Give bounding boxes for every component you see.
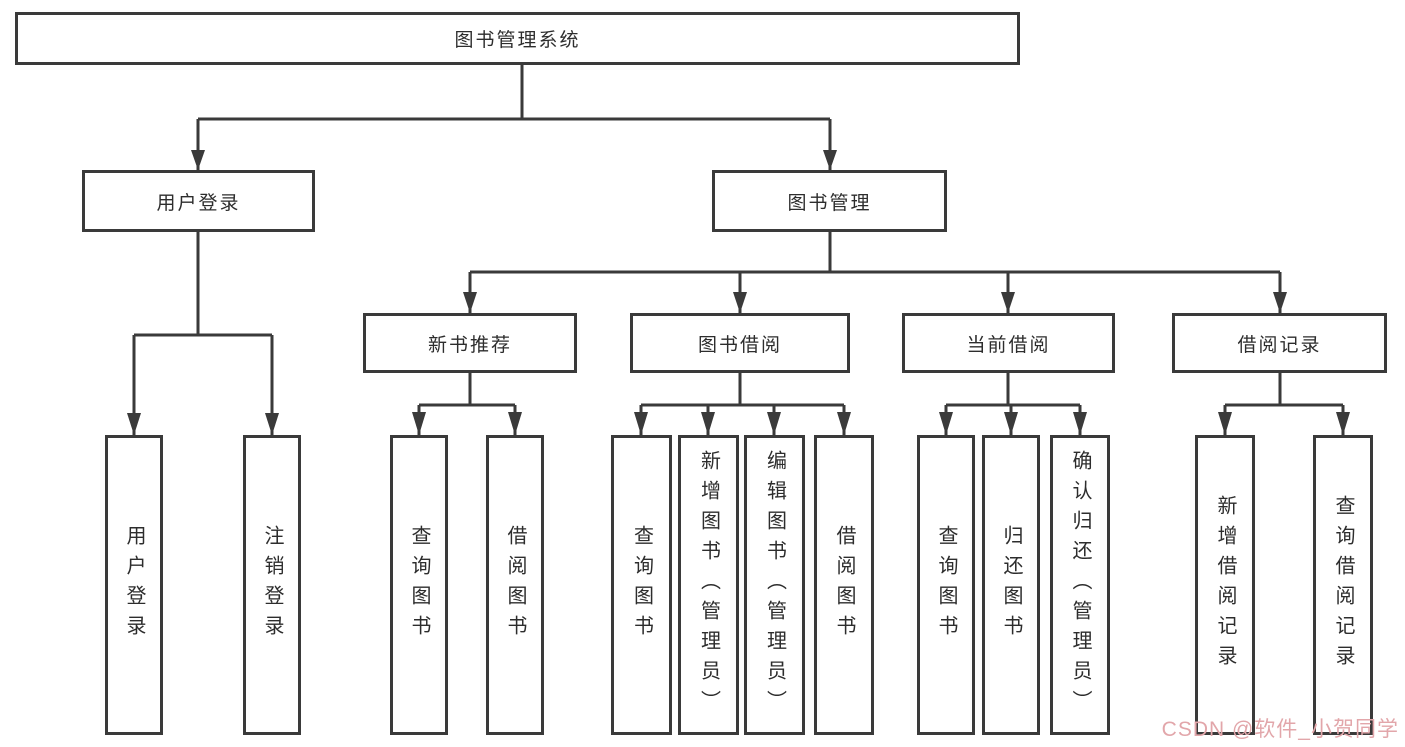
connector-new-book-branch: [417, 373, 517, 435]
leaf-current-return-label: 归还图书: [1000, 525, 1022, 645]
leaf-borrow-borrow: 借阅图书: [814, 435, 874, 735]
connector-root-branch: [196, 65, 832, 170]
leaf-newbook-query-label: 查询图书: [408, 525, 430, 645]
arrowhead-icon: [191, 150, 205, 170]
connector-borrow-record-branch: [1223, 373, 1345, 435]
arrowhead-icon: [1004, 412, 1018, 435]
arrowhead-icon: [1218, 412, 1232, 435]
leaf-record-query: 查询借阅记录: [1313, 435, 1373, 735]
leaf-record-add-label: 新增借阅记录: [1214, 495, 1236, 675]
arrowhead-icon: [1273, 292, 1287, 313]
node-root-label: 图书管理系统: [454, 30, 581, 51]
arrowhead-icon: [265, 413, 279, 435]
leaf-newbook-query: 查询图书: [390, 435, 448, 735]
arrowhead-icon: [733, 292, 747, 313]
node-user-login-label: 用户登录: [156, 192, 241, 214]
arrowhead-icon: [701, 412, 715, 435]
leaf-borrow-add-label: 新增图书（管理员）: [697, 450, 720, 720]
leaf-logout: 注销登录: [243, 435, 301, 735]
leaf-borrow-query: 查询图书: [611, 435, 672, 735]
leaf-newbook-borrow: 借阅图书: [486, 435, 544, 735]
leaf-current-confirm: 确认归还（管理员）: [1050, 435, 1110, 735]
node-root: 图书管理系统: [15, 12, 1020, 65]
leaf-record-query-label: 查询借阅记录: [1332, 495, 1354, 675]
leaf-user-login-label: 用户登录: [123, 525, 145, 645]
arrowhead-icon: [1001, 292, 1015, 313]
arrowhead-icon: [463, 292, 477, 313]
node-book-borrow: 图书借阅: [630, 313, 850, 373]
connector-book-mgmt-branch: [468, 232, 1282, 313]
csdn-watermark: CSDN @软件_小贺同学: [1161, 718, 1399, 741]
node-book-borrow-label: 图书借阅: [697, 334, 782, 356]
node-borrow-record-label: 借阅记录: [1237, 334, 1322, 356]
node-borrow-record: 借阅记录: [1172, 313, 1387, 373]
leaf-borrow-query-label: 查询图书: [630, 525, 653, 645]
leaf-borrow-borrow-label: 借阅图书: [833, 525, 855, 645]
leaf-current-confirm-label: 确认归还（管理员）: [1069, 450, 1091, 720]
arrowhead-icon: [127, 413, 141, 435]
leaf-record-add: 新增借阅记录: [1195, 435, 1255, 735]
leaf-user-login: 用户登录: [105, 435, 163, 735]
arrowhead-icon: [1073, 412, 1087, 435]
arrowhead-icon: [823, 150, 837, 170]
node-current-borrow: 当前借阅: [902, 313, 1115, 373]
node-new-book: 新书推荐: [363, 313, 577, 373]
node-book-mgmt-label: 图书管理: [787, 192, 872, 214]
leaf-borrow-edit: 编辑图书（管理员）: [744, 435, 805, 735]
connector-user-login-branch: [132, 232, 274, 435]
arrowhead-icon: [634, 412, 648, 435]
leaf-borrow-add: 新增图书（管理员）: [678, 435, 739, 735]
node-book-mgmt: 图书管理: [712, 170, 947, 232]
arrowhead-icon: [508, 412, 522, 435]
leaf-current-query: 查询图书: [917, 435, 975, 735]
node-current-borrow-label: 当前借阅: [966, 334, 1051, 356]
leaf-current-query-label: 查询图书: [935, 525, 957, 645]
node-user-login: 用户登录: [82, 170, 315, 232]
arrowhead-icon: [939, 412, 953, 435]
arrowhead-icon: [837, 412, 851, 435]
connector-book-borrow-branch: [639, 373, 846, 435]
arrowhead-icon: [1336, 412, 1350, 435]
leaf-borrow-edit-label: 编辑图书（管理员）: [763, 450, 786, 720]
arrowhead-icon: [412, 412, 426, 435]
leaf-newbook-borrow-label: 借阅图书: [504, 525, 526, 645]
leaf-logout-label: 注销登录: [261, 525, 283, 645]
arrowhead-icon: [767, 412, 781, 435]
node-new-book-label: 新书推荐: [427, 334, 512, 356]
leaf-current-return: 归还图书: [982, 435, 1040, 735]
